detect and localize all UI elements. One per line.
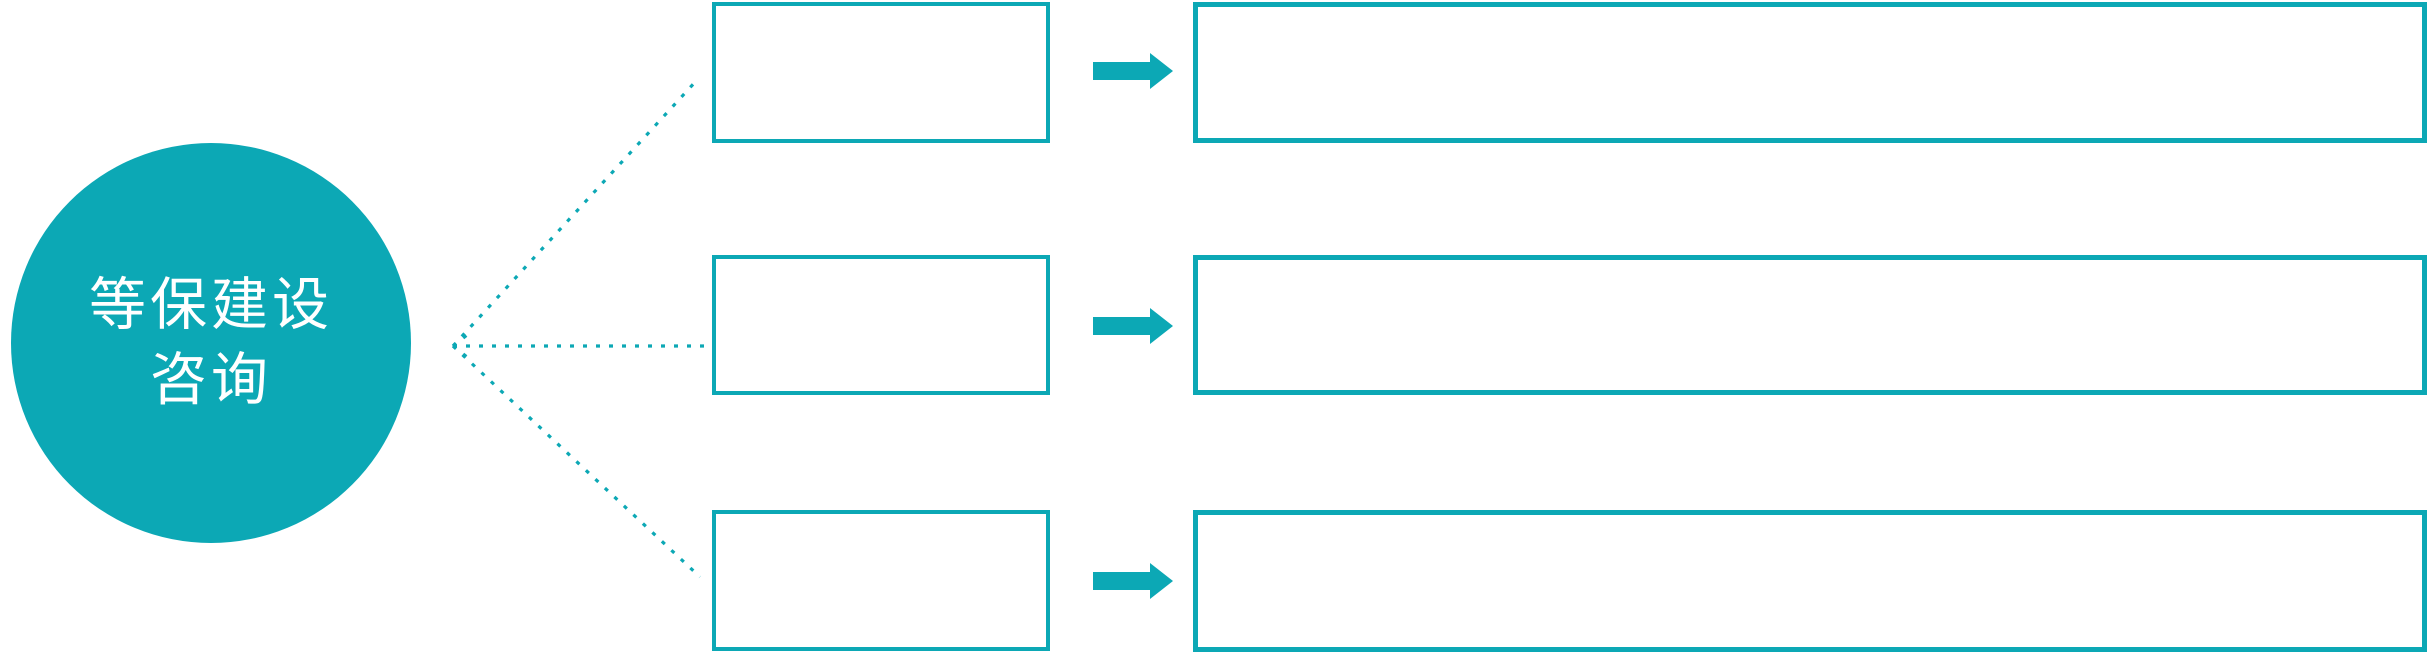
right-arrow-icon-row-3	[1093, 563, 1173, 599]
right-arrow-icon-row-1	[1093, 53, 1173, 89]
hub-label-line2: 咨询	[150, 347, 272, 413]
small-box-row-3	[712, 510, 1050, 651]
dashed-line-bottom	[451, 344, 702, 579]
dashed-line-top	[451, 78, 699, 348]
large-box-row-1	[1193, 2, 2427, 143]
right-arrow-icon-row-2	[1093, 308, 1173, 344]
small-box-row-2	[712, 255, 1050, 395]
large-box-row-2	[1193, 255, 2427, 395]
hub-circle: 等保建设 咨询	[11, 143, 411, 543]
small-box-row-1	[712, 2, 1050, 143]
hub-label-line1: 等保建设	[89, 272, 333, 338]
large-box-row-3	[1193, 510, 2427, 652]
